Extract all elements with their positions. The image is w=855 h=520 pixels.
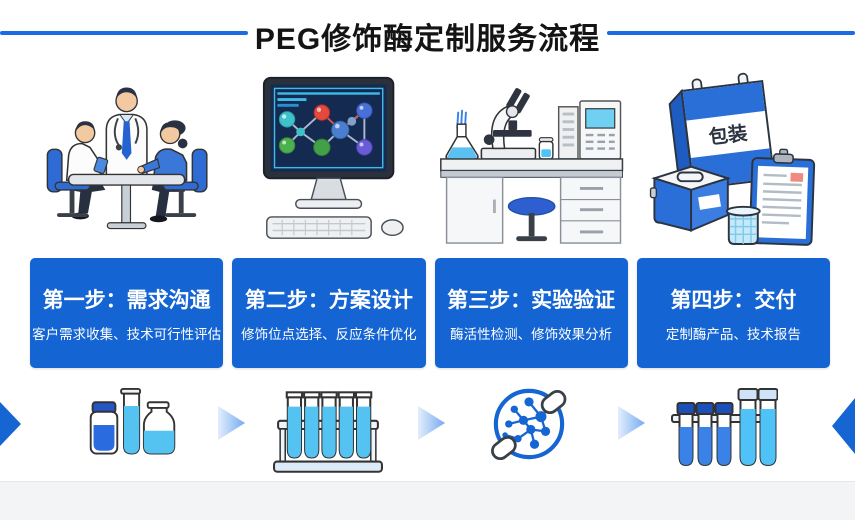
step-title: 第二步：方案设计	[244, 288, 413, 312]
page-title: PEG修饰酶定制服务流程	[254, 23, 601, 56]
step-title: 第三步：实验验证	[447, 288, 616, 312]
step-subtitle: 定制酶产品、技术报告	[665, 326, 801, 342]
steps-row: 第一步：需求沟通 客户需求收集、技术可行性评估 第二步：方案设计 修饰位点选择、…	[30, 258, 830, 368]
arrow-right-solid-icon	[0, 402, 21, 446]
arrow-right-gradient-icon	[618, 406, 645, 440]
mouse	[381, 219, 405, 237]
computer-molecule-illustration	[263, 76, 405, 239]
step-subtitle: 酶活性检测、修饰效果分析	[450, 326, 613, 342]
illustration-team-meeting	[30, 60, 223, 256]
step-box-3: 第三步：实验验证 酶活性检测、修饰效果分析	[434, 258, 628, 368]
peg-enzyme-molecule-icon	[491, 388, 567, 461]
lab-stool	[507, 196, 555, 242]
flask	[444, 109, 479, 160]
header: PEG修饰酶定制服务流程	[0, 0, 855, 60]
lab-bench-illustration	[439, 88, 623, 244]
packaging-illustration: 包装	[649, 72, 815, 246]
illustration-computer-design	[232, 60, 425, 256]
footer-strip	[0, 481, 855, 520]
step-box-1: 第一步：需求沟通 客户需求收集、技术可行性评估	[30, 258, 224, 368]
molecule-graphic	[279, 102, 373, 157]
step-title: 第一步：需求沟通	[42, 288, 211, 312]
microscope	[480, 88, 536, 160]
step-subtitle: 修饰位点选择、反应条件优化	[241, 326, 417, 342]
test-tube-rack-icon	[273, 391, 383, 473]
arrow-right-gradient-icon	[218, 406, 245, 440]
step-subtitle: 客户需求收集、技术可行性评估	[32, 326, 222, 342]
title-rule-right	[607, 31, 855, 35]
analyzer-instrument	[557, 100, 621, 160]
cooler-box	[649, 165, 731, 232]
sample-vial	[538, 137, 554, 160]
illustration-row: 包装	[30, 60, 830, 256]
capped-tube-rack-icon	[671, 388, 778, 467]
step-title: 第四步：交付	[670, 288, 797, 312]
desktop-monitor	[263, 76, 395, 180]
team-meeting-illustration	[46, 87, 208, 230]
gridded-beaker	[725, 205, 761, 245]
bottom-flow	[0, 376, 855, 481]
reagent-vials-icon	[89, 388, 176, 455]
illustration-lab-bench	[435, 60, 628, 256]
keyboard	[266, 216, 373, 239]
seated-person-right	[137, 120, 208, 223]
clipboard-report	[748, 148, 815, 246]
step-box-2: 第二步：方案设计 修饰位点选择、反应条件优化	[232, 258, 426, 368]
standing-doctor	[105, 87, 148, 181]
lab-bench-cabinets	[439, 158, 623, 244]
arrow-left-solid-icon	[832, 398, 855, 454]
illustration-packaging: 包装	[637, 60, 830, 256]
seated-person-left	[46, 121, 109, 220]
meeting-table	[67, 173, 186, 230]
monitor-stand	[295, 177, 363, 209]
step-box-4: 第四步：交付 定制酶产品、技术报告	[636, 258, 830, 368]
title-rule-left	[0, 31, 248, 35]
arrow-right-gradient-icon	[418, 406, 445, 440]
